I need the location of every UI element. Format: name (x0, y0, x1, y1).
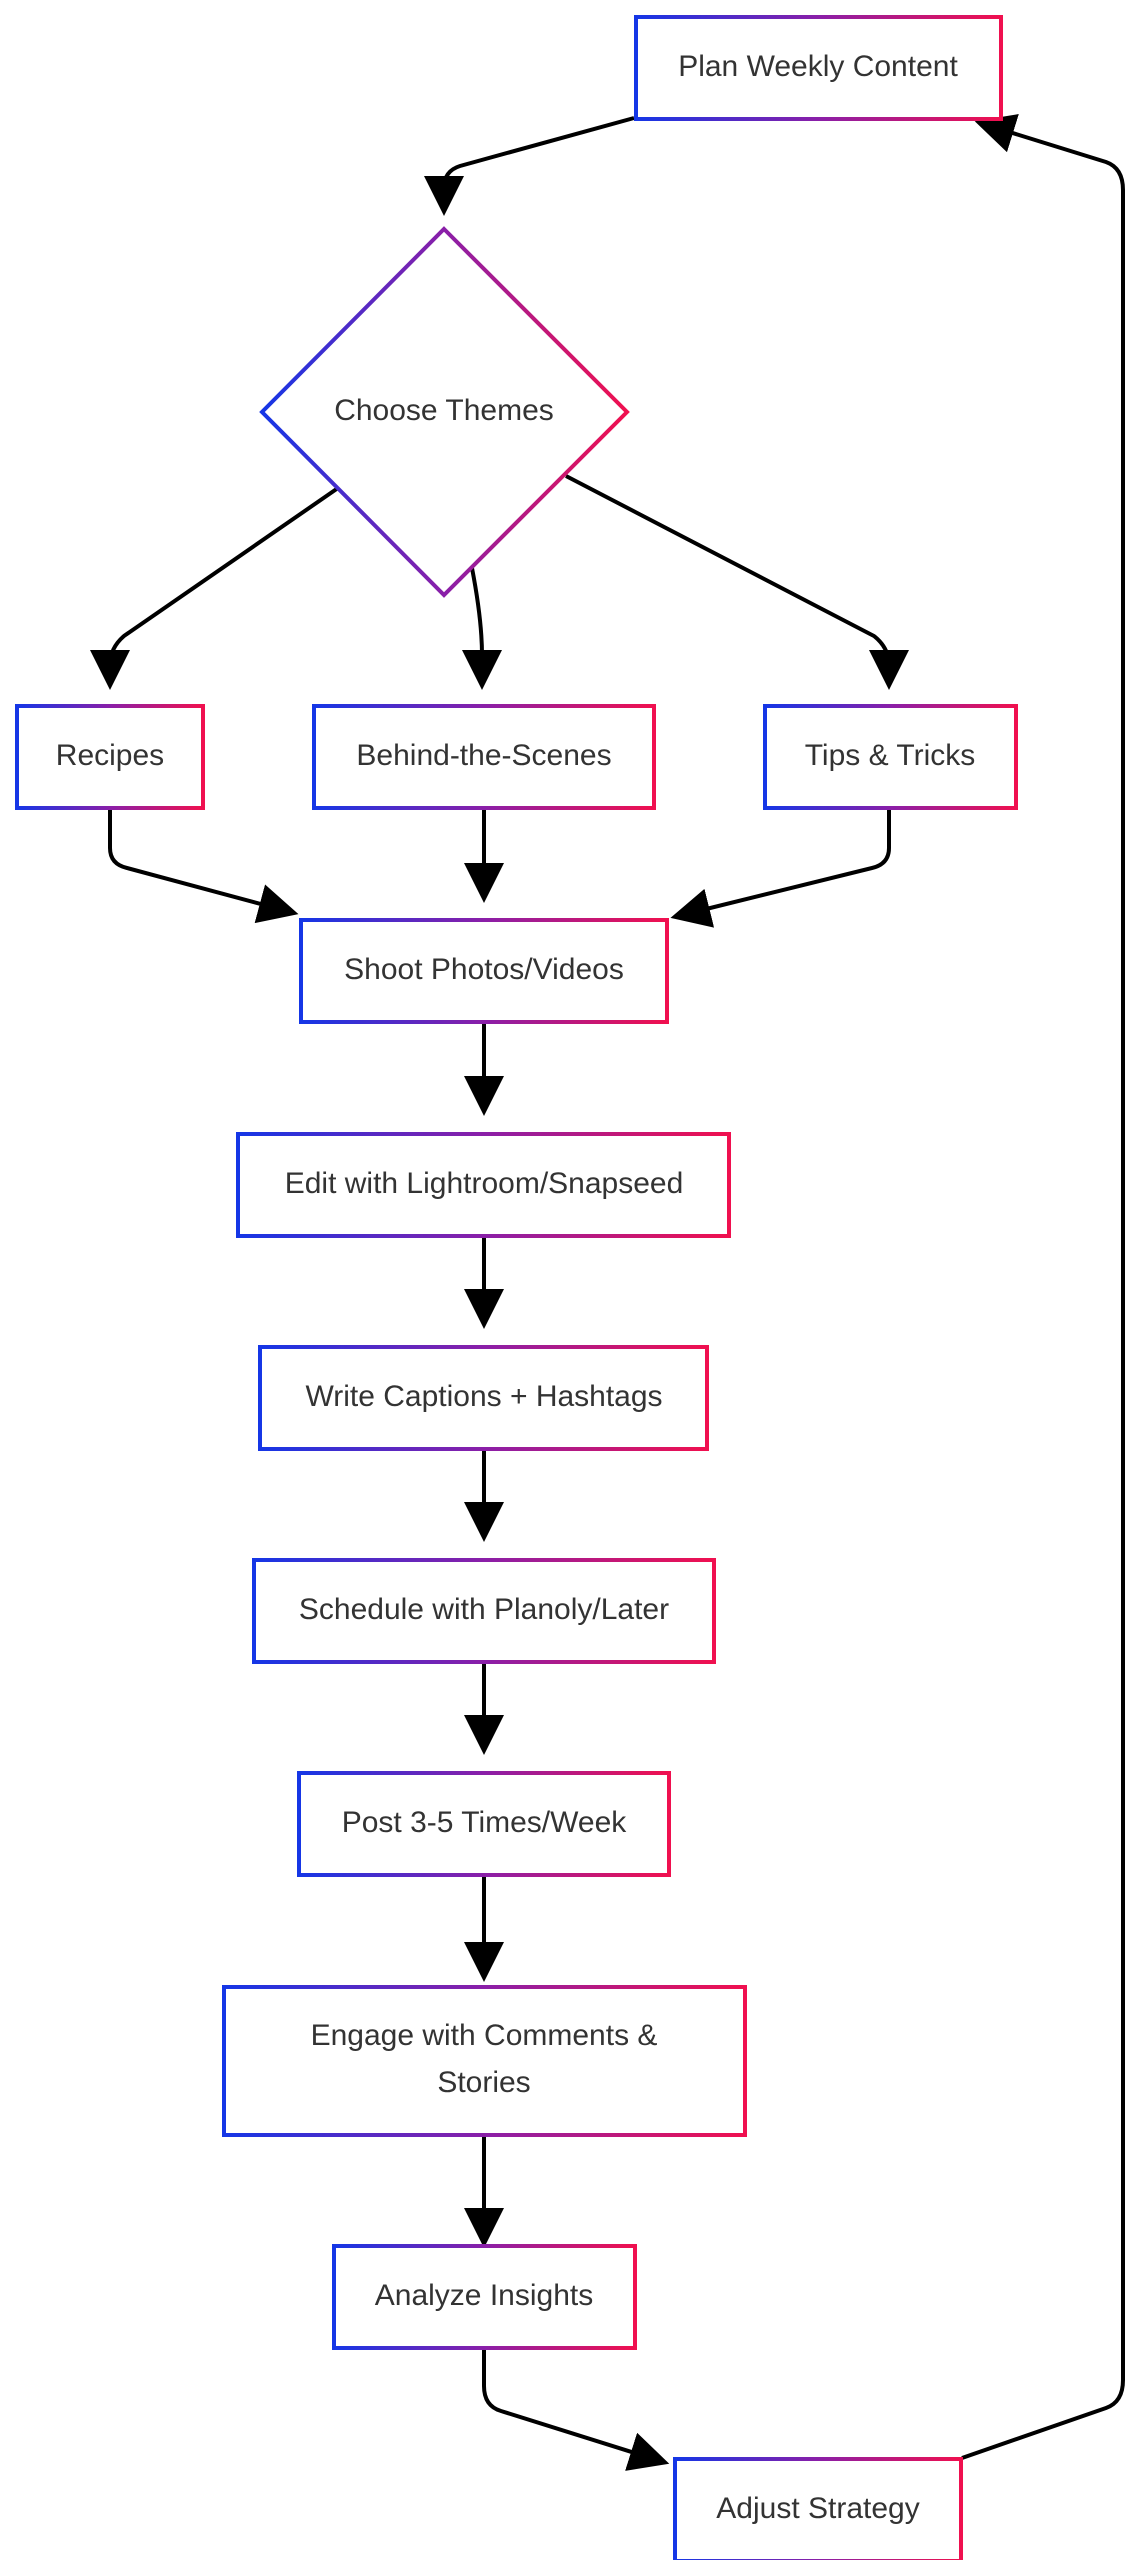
node-label: Tips & Tricks (805, 739, 976, 772)
node-label: Post 3-5 Times/Week (342, 1806, 628, 1839)
node-engage-with-comments-stories[interactable]: Engage with Comments & Stories (222, 1985, 747, 2137)
node-plan-weekly-content[interactable]: Plan Weekly Content (634, 15, 1003, 121)
node-post-3-5-times-week[interactable]: Post 3-5 Times/Week (297, 1771, 671, 1877)
node-behind-the-scenes[interactable]: Behind-the-Scenes (312, 704, 656, 810)
edge-themes-to-tips (565, 474, 909, 690)
node-label-line-2: Stories (437, 2066, 530, 2099)
edge-plan-to-themes (424, 116, 635, 216)
node-label: Edit with Lightroom/Snapseed (285, 1167, 684, 1200)
edge-adjust-to-plan (961, 114, 1125, 2460)
edges (90, 114, 1125, 2471)
edge-themes-to-bts (462, 567, 502, 690)
node-choose-themes[interactable]: Choose Themes (259, 226, 630, 598)
node-shoot-photos-videos[interactable]: Shoot Photos/Videos (299, 918, 669, 1024)
edge-themes-to-recipes (90, 486, 340, 690)
edge-recipes-to-shoot (108, 808, 299, 924)
node-label: Schedule with Planoly/Later (299, 1593, 669, 1626)
node-schedule-with-planoly-later[interactable]: Schedule with Planoly/Later (252, 1558, 716, 1664)
node-label: Shoot Photos/Videos (344, 953, 624, 986)
edge-analyze-to-adjust (482, 2348, 670, 2471)
node-label: Analyze Insights (375, 2279, 593, 2312)
node-label: Choose Themes (334, 394, 554, 427)
node-edit-with-lightroom-snapseed[interactable]: Edit with Lightroom/Snapseed (236, 1132, 731, 1238)
node-label: Write Captions + Hashtags (305, 1380, 662, 1413)
node-label: Adjust Strategy (716, 2492, 919, 2525)
node-recipes[interactable]: Recipes (15, 704, 205, 810)
node-write-captions-hashtags[interactable]: Write Captions + Hashtags (258, 1345, 709, 1451)
node-label: Recipes (56, 739, 164, 772)
node-label: Behind-the-Scenes (356, 739, 611, 772)
node-analyze-insights[interactable]: Analyze Insights (332, 2244, 637, 2350)
node-adjust-strategy[interactable]: Adjust Strategy (673, 2457, 963, 2560)
edge-tips-to-shoot (670, 808, 891, 928)
node-tips-and-tricks[interactable]: Tips & Tricks (763, 704, 1018, 810)
node-label: Plan Weekly Content (678, 50, 958, 83)
node-label-line-1: Engage with Comments & (311, 2019, 658, 2052)
